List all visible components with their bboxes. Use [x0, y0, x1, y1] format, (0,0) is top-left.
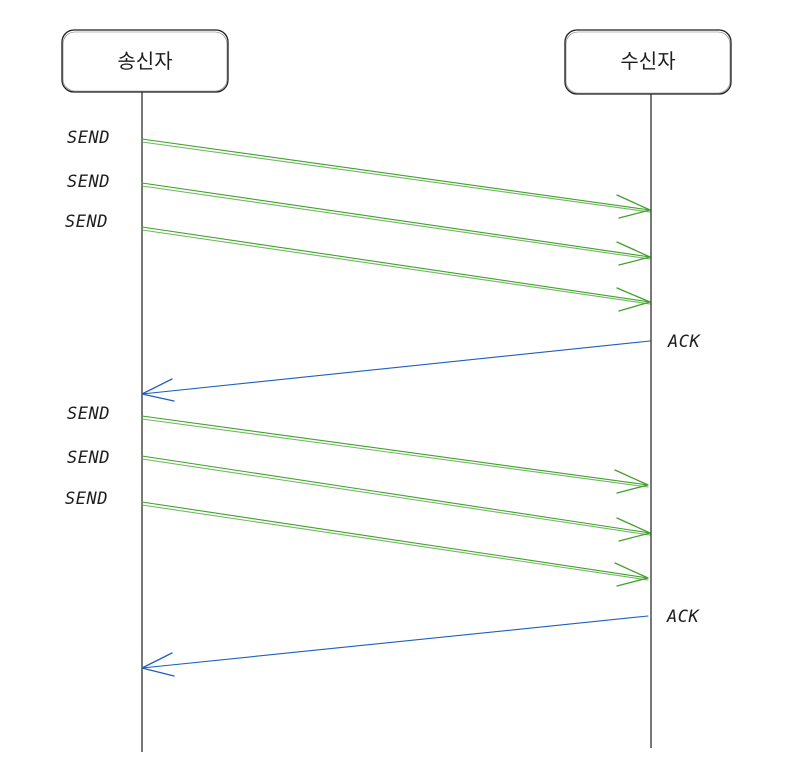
- message-4-label: ACK: [667, 332, 701, 352]
- message-6: SEND: [67, 448, 651, 542]
- receiver-actor: 수신자: [564, 29, 732, 95]
- sender-actor: 송신자: [61, 29, 229, 93]
- message-4-arrow: [141, 340, 651, 402]
- message-7-label: SEND: [65, 489, 108, 509]
- message-7-arrow: [141, 501, 649, 587]
- message-8-arrow: [141, 615, 649, 677]
- message-4: ACK: [141, 332, 701, 402]
- message-3-arrow: [141, 226, 651, 312]
- message-2-arrow: [141, 182, 651, 266]
- message-6-arrow: [141, 455, 651, 542]
- receiver-box-sketch: [565, 31, 731, 94]
- message-5: SEND: [67, 404, 649, 494]
- message-8-label: ACK: [666, 607, 700, 627]
- message-1-arrow: [141, 138, 651, 219]
- receiver-label: 수신자: [620, 49, 675, 73]
- message-8: ACK: [141, 607, 700, 677]
- message-7: SEND: [65, 489, 649, 587]
- message-3-label: SEND: [65, 212, 108, 232]
- message-6-label: SEND: [67, 448, 110, 468]
- sender-box-sketch: [62, 31, 228, 92]
- message-1: SEND: [67, 128, 651, 219]
- message-5-arrow: [141, 415, 649, 494]
- message-3: SEND: [65, 212, 651, 312]
- receiver-box: [564, 29, 732, 95]
- message-2: SEND: [67, 172, 651, 266]
- sender-label: 송신자: [117, 49, 172, 73]
- message-5-label: SEND: [67, 404, 110, 424]
- message-2-label: SEND: [67, 172, 110, 192]
- sender-box: [61, 29, 229, 93]
- message-1-label: SEND: [67, 128, 110, 148]
